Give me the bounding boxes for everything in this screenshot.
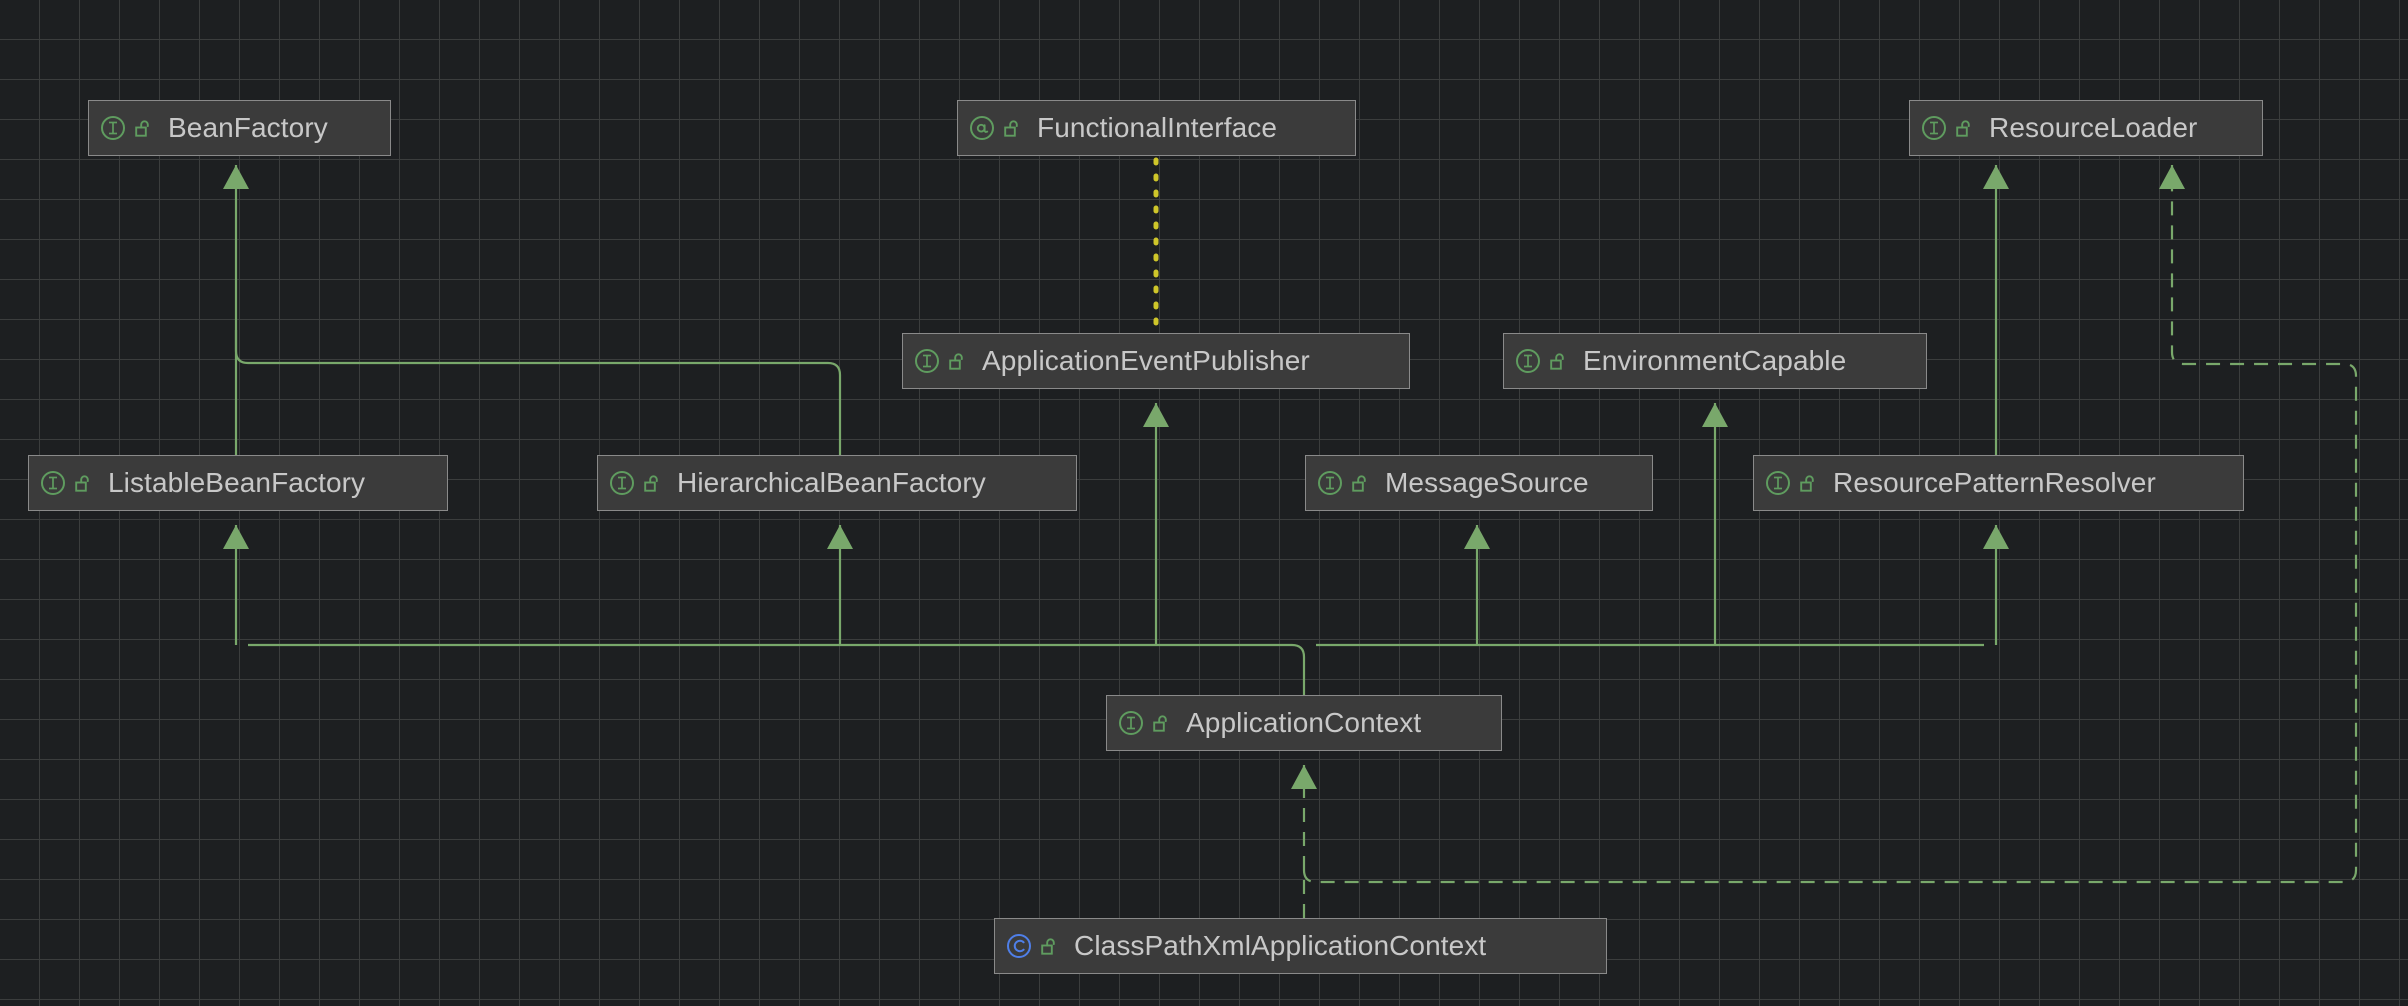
unlocked-icon — [66, 474, 92, 493]
interface-icon — [1765, 470, 1791, 496]
uml-node-messagesource[interactable]: MessageSource — [1305, 455, 1653, 511]
interface-icon — [40, 470, 66, 496]
uml-node-hierarchicalbeanfactory[interactable]: HierarchicalBeanFactory — [597, 455, 1077, 511]
uml-node-label: ResourceLoader — [1989, 112, 2198, 143]
edge-cpxac-implements-resourceloader[interactable] — [1302, 165, 2358, 884]
node-icon-group — [914, 348, 966, 374]
interface-icon — [1118, 710, 1144, 736]
uml-node-label: FunctionalInterface — [1037, 112, 1278, 143]
uml-node-label: BeanFactory — [168, 112, 328, 143]
unlocked-icon — [1791, 474, 1817, 493]
node-icon-group — [1515, 348, 1567, 374]
unlocked-icon — [1032, 937, 1058, 956]
uml-node-resourcepatternresolver[interactable]: ResourcePatternResolver — [1753, 455, 2244, 511]
uml-node-beanfactory[interactable]: BeanFactory — [88, 100, 391, 156]
uml-node-label: MessageSource — [1385, 467, 1589, 498]
interface-icon — [609, 470, 635, 496]
node-icon-group — [1118, 710, 1170, 736]
uml-node-listablebeanfactory[interactable]: ListableBeanFactory — [28, 455, 448, 511]
node-icon-group — [969, 115, 1021, 141]
node-icon-group — [1317, 470, 1369, 496]
arrowhead-cpxac-implements-resourceloader — [2159, 165, 2185, 189]
edge-appcontext-bus[interactable] — [248, 643, 1984, 695]
interface-icon — [914, 348, 940, 374]
unlocked-icon — [1343, 474, 1369, 493]
edge-hierarchical-extends-beanfactory[interactable] — [234, 330, 842, 455]
uml-node-label: ResourcePatternResolver — [1833, 467, 2156, 498]
arrowhead-appcontext-extends-environmentcapable — [1702, 403, 1728, 427]
uml-node-applicationcontext[interactable]: ApplicationContext — [1106, 695, 1502, 751]
uml-node-resourceloader[interactable]: ResourceLoader — [1909, 100, 2263, 156]
arrowhead-appcontext-extends-eventpublisher — [1143, 403, 1169, 427]
arrowhead-appcontext-extends-messagesource — [1464, 525, 1490, 549]
uml-node-label: ClassPathXmlApplicationContext — [1074, 930, 1487, 961]
unlocked-icon — [995, 119, 1021, 138]
uml-node-label: ApplicationContext — [1186, 707, 1422, 738]
unlocked-icon — [1947, 119, 1973, 138]
arrowhead-resourcepattern-extends-resourceloader — [1983, 165, 2009, 189]
unlocked-icon — [940, 352, 966, 371]
uml-node-label: HierarchicalBeanFactory — [677, 467, 986, 498]
uml-node-label: EnvironmentCapable — [1583, 345, 1847, 376]
uml-node-label: ListableBeanFactory — [108, 467, 366, 498]
uml-node-functionalinterface[interactable]: FunctionalInterface — [957, 100, 1356, 156]
uml-node-applicationeventpublisher[interactable]: ApplicationEventPublisher — [902, 333, 1410, 389]
unlocked-icon — [1541, 352, 1567, 371]
node-icon-group — [1006, 933, 1058, 959]
uml-node-classpathxmlapplicationcontext[interactable]: ClassPathXmlApplicationContext — [994, 918, 1607, 974]
arrowhead-appcontext-extends-hierarchical — [827, 525, 853, 549]
interface-icon — [1317, 470, 1343, 496]
arrowhead-appcontext-extends-resourcepattern — [1983, 525, 2009, 549]
interface-icon — [1921, 115, 1947, 141]
node-icon-group — [609, 470, 661, 496]
node-icon-group — [1765, 470, 1817, 496]
unlocked-icon — [126, 119, 152, 138]
uml-node-environmentcapable[interactable]: EnvironmentCapable — [1503, 333, 1927, 389]
node-icon-group — [1921, 115, 1973, 141]
interface-icon — [100, 115, 126, 141]
arrowhead-appcontext-extends-listable — [223, 525, 249, 549]
arrowhead-listable-extends-beanfactory — [223, 165, 249, 189]
unlocked-icon — [1144, 714, 1170, 733]
node-icon-group — [40, 470, 92, 496]
unlocked-icon — [635, 474, 661, 493]
uml-node-label: ApplicationEventPublisher — [982, 345, 1310, 376]
arrowhead-cpxac-implements-appcontext — [1291, 765, 1317, 789]
interface-icon — [1515, 348, 1541, 374]
class-icon — [1006, 933, 1032, 959]
node-icon-group — [100, 115, 152, 141]
annotation-icon — [969, 115, 995, 141]
